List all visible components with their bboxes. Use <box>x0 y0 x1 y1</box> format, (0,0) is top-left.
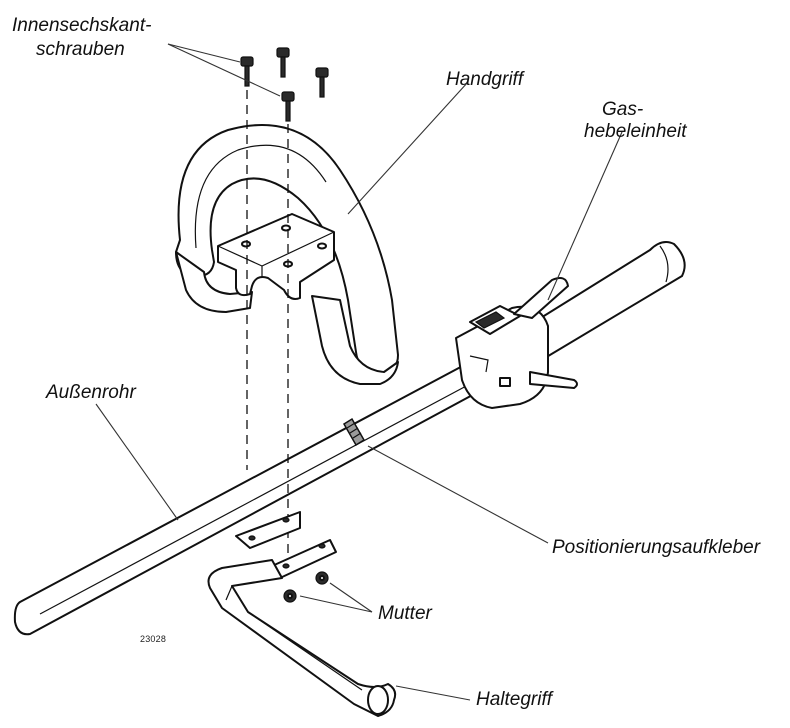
throttle-label-line2: hebeleinheit <box>584 121 687 142</box>
hex-screw <box>276 47 290 78</box>
screws-label-line2: schrauben <box>36 39 125 60</box>
hex-screw <box>240 56 254 87</box>
throttle-unit <box>455 277 578 409</box>
hex-screw <box>281 91 295 122</box>
throttle-label-line1: Gas- <box>602 99 644 120</box>
hex-screw <box>315 67 329 98</box>
position-sticker-label: Positionierungsaufkleber <box>552 537 761 558</box>
screws-label-line1: Innensechskant- <box>12 15 152 36</box>
holding-handle <box>207 511 397 717</box>
outer-tube-label: Außenrohr <box>46 382 136 403</box>
alignment-lines <box>246 90 289 560</box>
position-sticker <box>342 417 366 447</box>
loop-handle <box>175 124 399 385</box>
holding-handle-label: Haltegriff <box>476 689 553 710</box>
nuts-label: Mutter <box>378 603 432 624</box>
leader-lines <box>95 43 623 701</box>
figure-number: 23028 <box>140 634 167 644</box>
handle-label: Handgriff <box>446 69 524 90</box>
